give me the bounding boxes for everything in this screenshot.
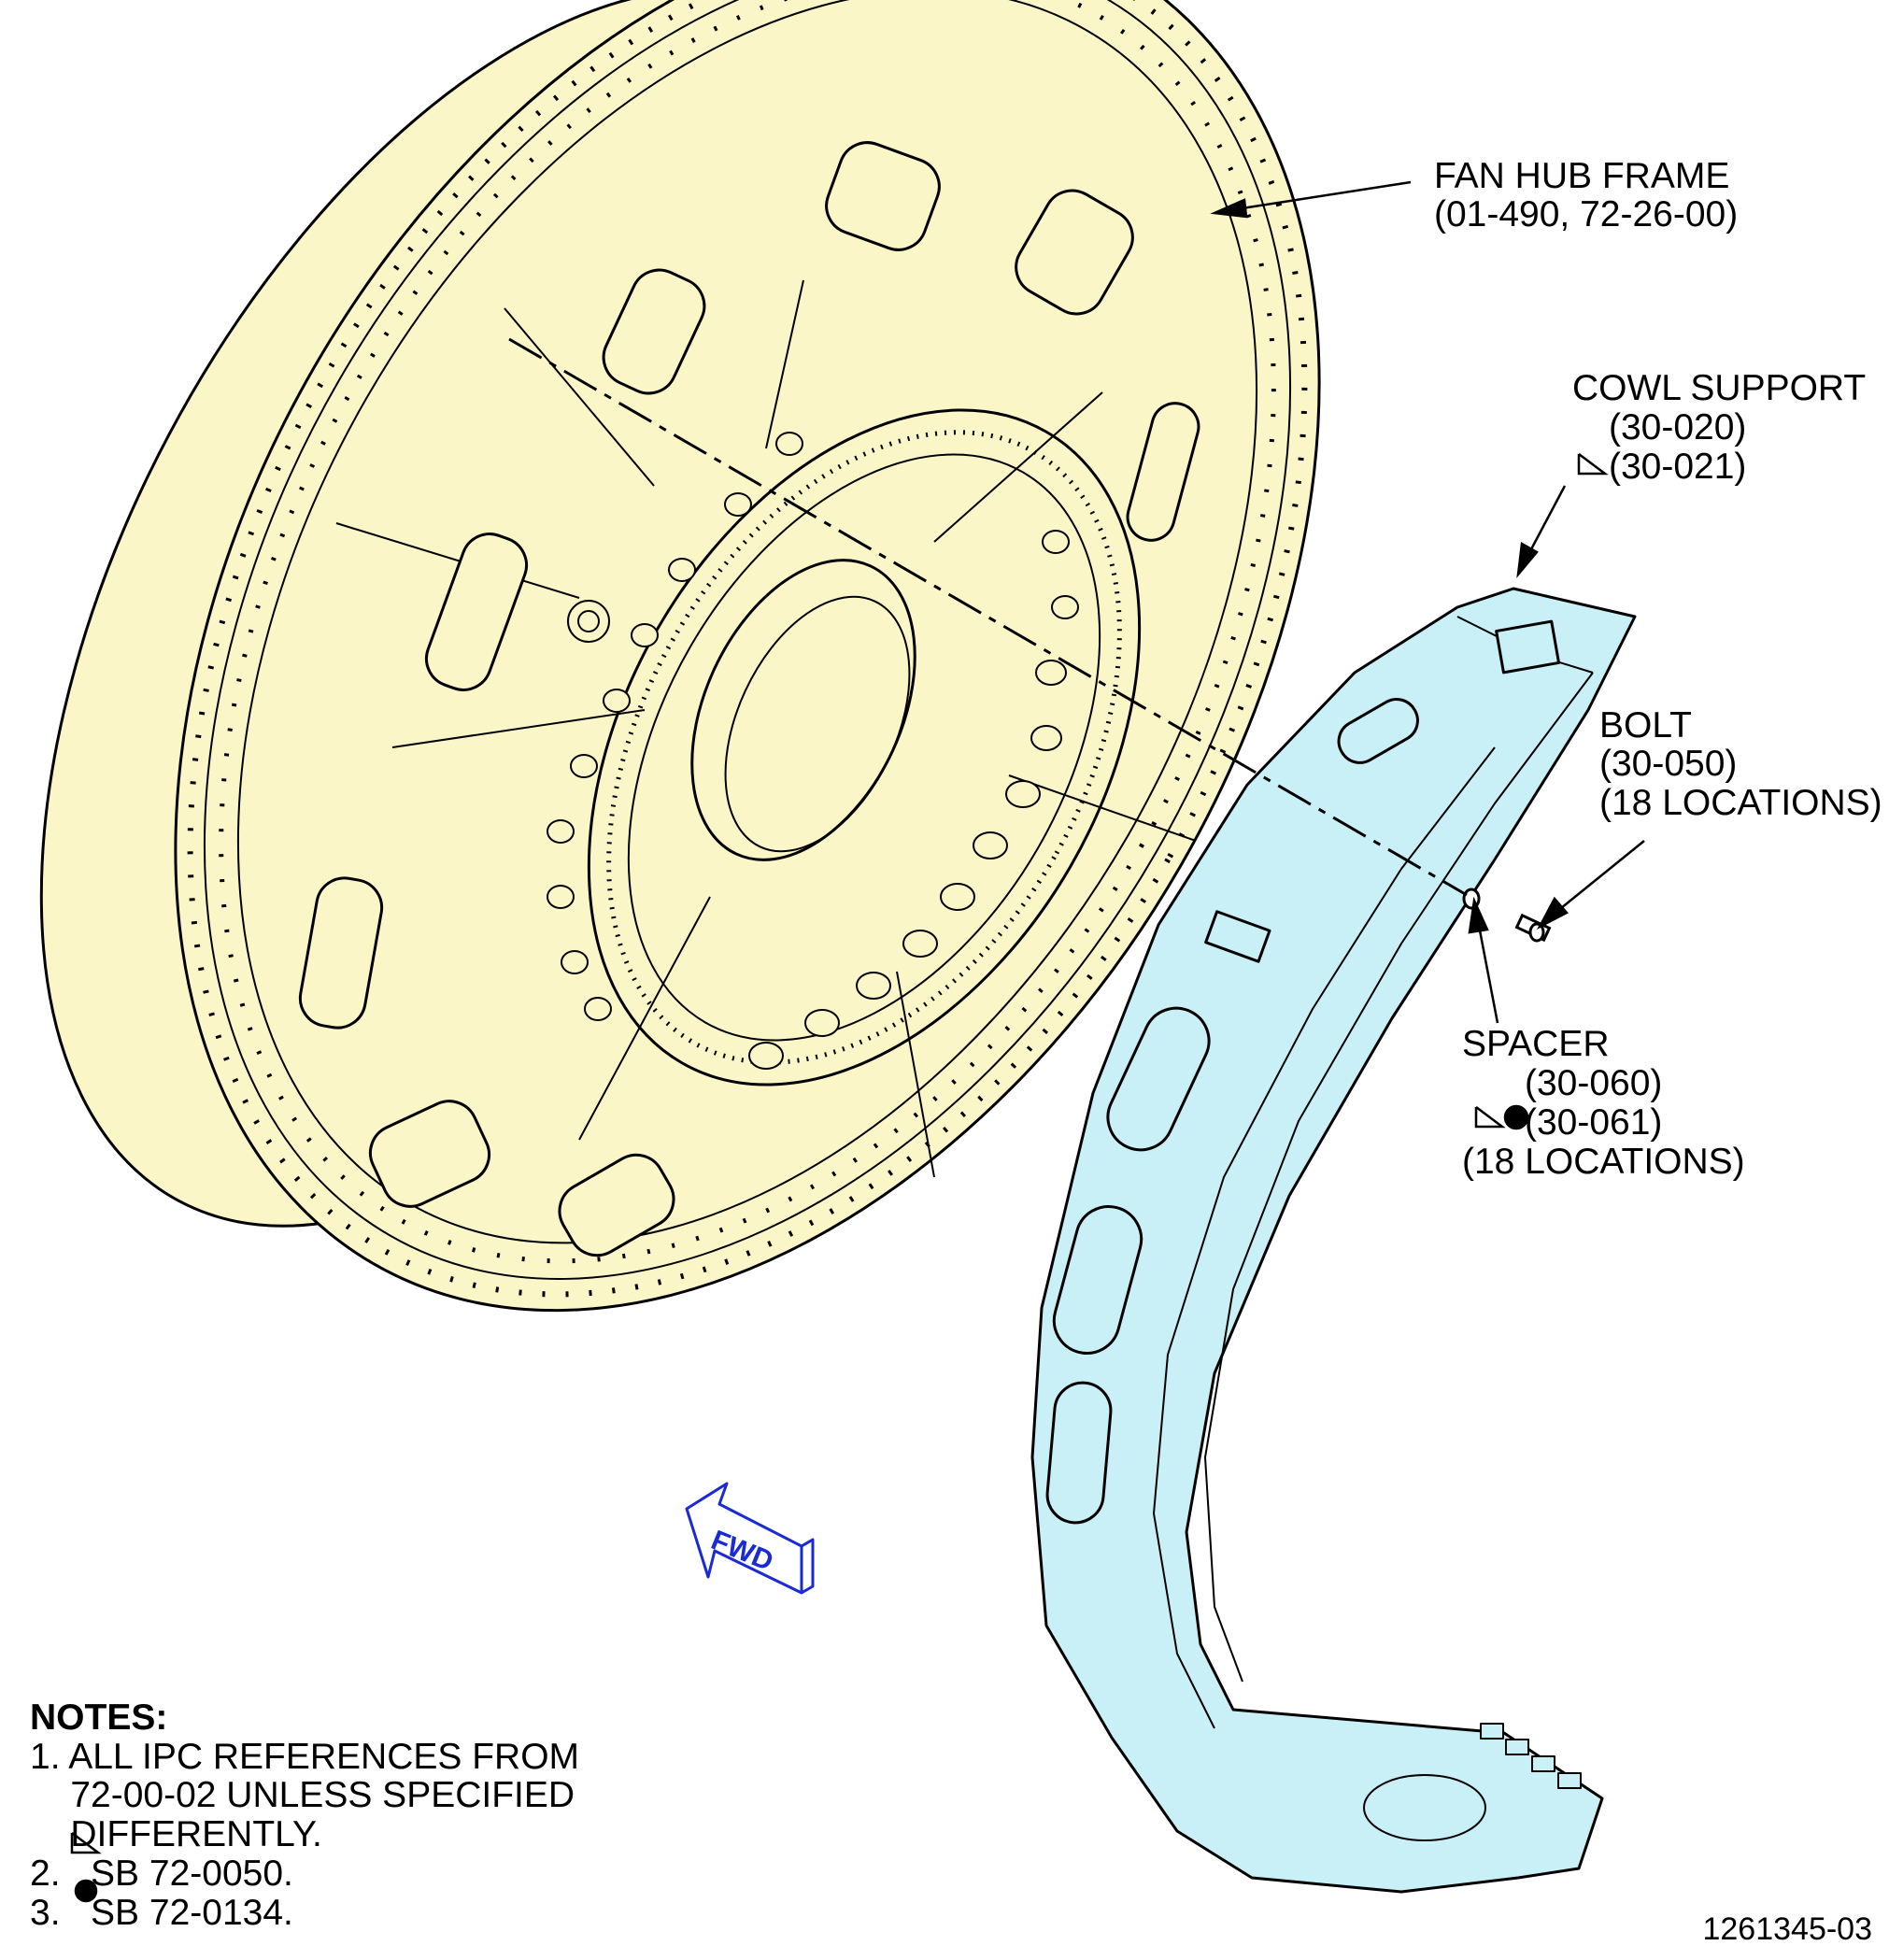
cowl-support-ref-2: (30-021) <box>1609 447 1747 487</box>
sb-marker-icons <box>70 453 1609 1903</box>
spacer-qty: (18 LOCATIONS) <box>1462 1142 1745 1182</box>
cowl-support-label: COWL SUPPORT <box>1572 369 1866 407</box>
notes-block: NOTES: 1. ALL IPC REFERENCES FROM 72-00-… <box>30 1698 579 1932</box>
assembly-centerline <box>508 337 1468 897</box>
bolt-ref: (30-050) <box>1599 744 1738 785</box>
note-line: 2. SB 72-0050. <box>30 1853 293 1894</box>
sb-triangle-icon <box>70 1832 102 1854</box>
spacer-ref-2: (30-061) <box>1525 1102 1663 1143</box>
note-line: 1. ALL IPC REFERENCES FROM <box>30 1736 580 1777</box>
drawing-number: 1261345-03 <box>1702 1911 1872 1947</box>
spacer-label: SPACER <box>1462 1025 1610 1063</box>
bolt-name: BOLT <box>1599 705 1692 746</box>
fwd-arrow-icon: FWD <box>685 1482 815 1595</box>
fan-hub-frame <box>39 0 1321 1313</box>
cowl-support <box>1030 587 1637 1894</box>
spacer-name: SPACER <box>1462 1024 1610 1064</box>
leader-lines <box>1210 180 1645 1024</box>
sb-dot-icon <box>74 1879 98 1903</box>
sb-triangle-icon <box>1474 1106 1506 1129</box>
note-line: 3. SB 72-0134. <box>30 1892 293 1933</box>
fan-hub-frame-label: FAN HUB FRAME(01-490, 72-26-00) <box>1434 157 1738 234</box>
spacer-ref-1: (30-060) <box>1525 1063 1663 1103</box>
cowl-support-ref-1: (30-020) <box>1609 407 1747 447</box>
sb-dot-icon <box>1503 1104 1529 1130</box>
note-line: DIFFERENTLY. <box>30 1814 322 1855</box>
fan-hub-frame-ref: (01-490, 72-26-00) <box>1434 194 1739 235</box>
bolt-label: BOLT(30-050)(18 LOCATIONS) <box>1599 706 1882 822</box>
notes-title: NOTES: <box>30 1697 168 1738</box>
fan-hub-frame-name: FAN HUB FRAME <box>1434 156 1730 196</box>
cowl-support-name: COWL SUPPORT <box>1572 368 1867 408</box>
bolt-qty: (18 LOCATIONS) <box>1599 782 1882 823</box>
note-line: 72-00-02 UNLESS SPECIFIED <box>30 1775 575 1816</box>
sb-triangle-icon <box>1577 453 1609 476</box>
